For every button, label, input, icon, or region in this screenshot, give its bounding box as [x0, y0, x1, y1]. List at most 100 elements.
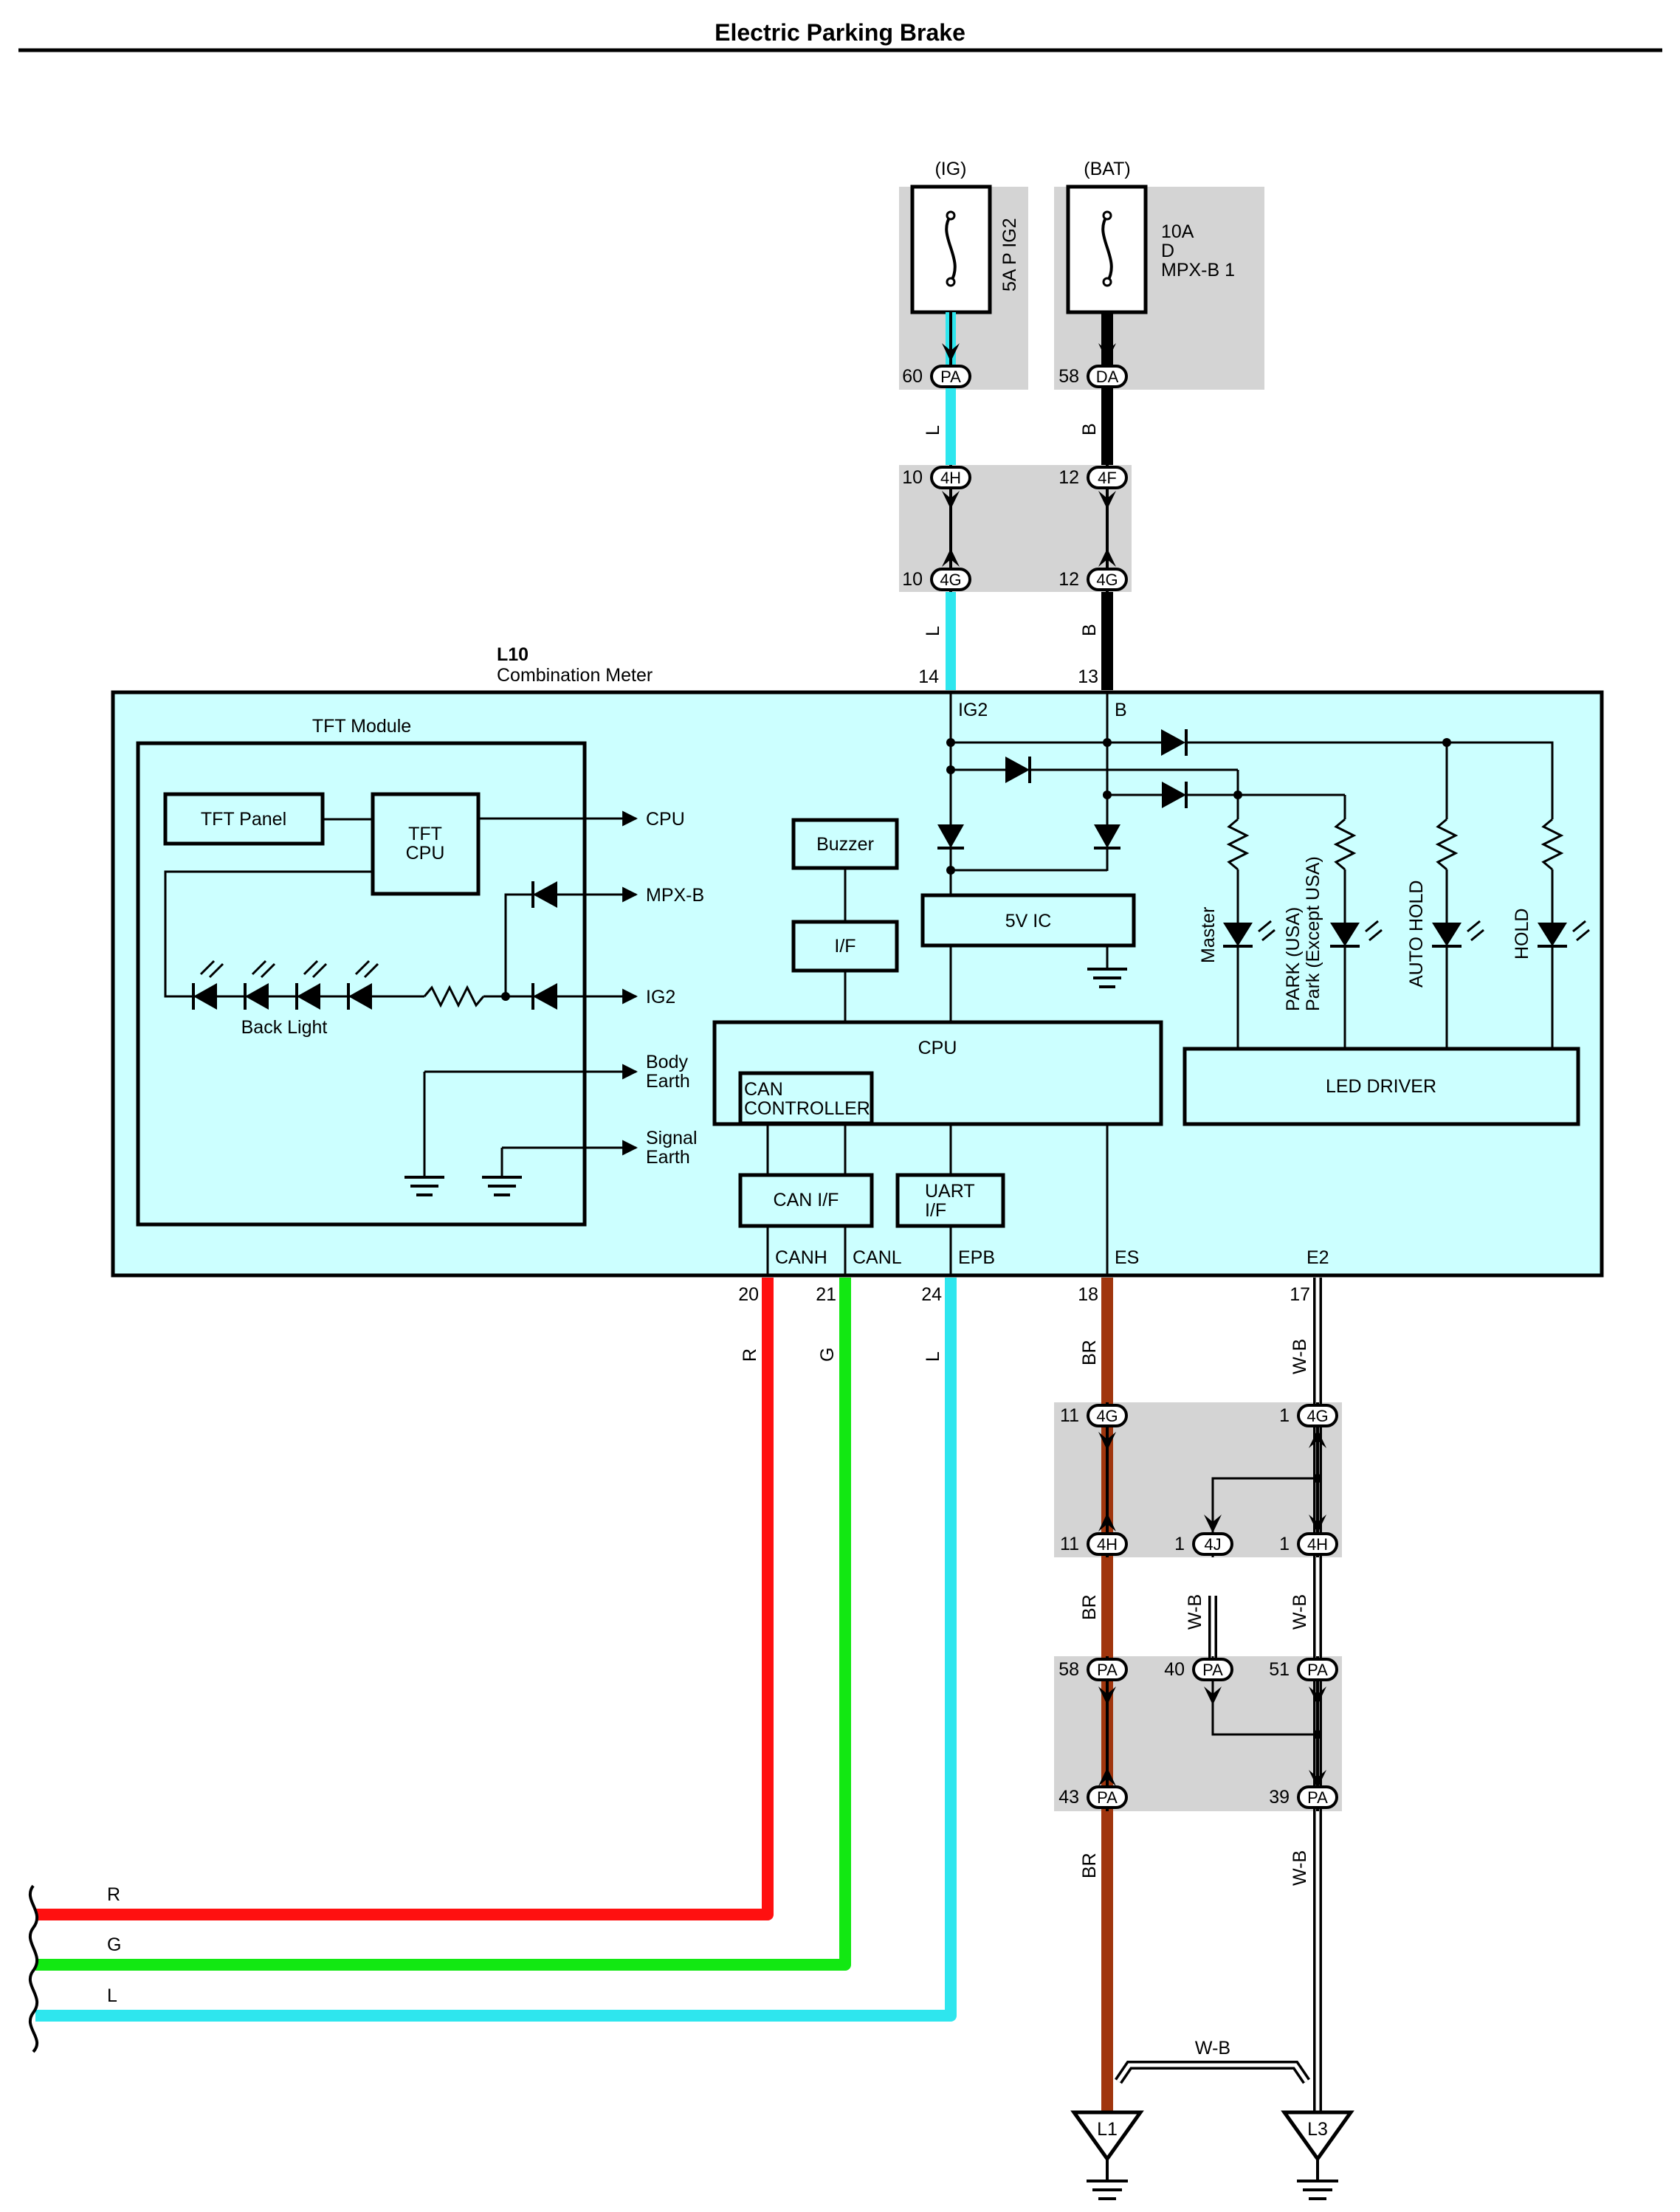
ground-l3-icon: [1281, 2110, 1354, 2200]
jt-pin-1: 10: [902, 467, 923, 488]
power-diode-network: [937, 692, 1554, 895]
tft-out-cpu: CPU: [646, 809, 685, 830]
lc-r2-pin-2: 1: [1174, 1534, 1185, 1554]
wire-label-l-2: L: [923, 626, 943, 636]
meter-pin-17: 17: [1290, 1284, 1310, 1305]
fuse-conn-code-bat: DA: [1096, 368, 1119, 386]
wire-label-br-1: BR: [1079, 1340, 1100, 1365]
lc-r1-code-1: 4G: [1096, 1407, 1118, 1425]
meter-name: Combination Meter: [497, 665, 653, 686]
tft-out-ig2: IG2: [646, 987, 675, 1007]
can-controller-box: [738, 1071, 874, 1126]
tft-panel-label: TFT Panel: [201, 809, 286, 830]
combination-meter-box: [111, 690, 1604, 1278]
meter-pin-13: 13: [1078, 666, 1098, 687]
ic5v-ground-icon: [1087, 968, 1127, 988]
lc-r1-pin-1: 11: [1060, 1405, 1079, 1426]
lc-r3-code-2: PA: [1202, 1661, 1223, 1679]
meter-label-ig2: IG2: [958, 700, 988, 720]
ground-l1-label: L1: [1097, 2119, 1118, 2140]
meter-label-canl: CANL: [853, 1247, 902, 1268]
lc-r3-pin-2: 40: [1164, 1659, 1185, 1680]
backlight-label: Back Light: [241, 1017, 328, 1038]
lc-r3-code-3: PA: [1307, 1661, 1328, 1679]
fuse-bat-circuit: MPX-B 1: [1161, 260, 1235, 280]
bus-label-r: R: [107, 1884, 120, 1905]
wire-label-g: G: [817, 1348, 838, 1362]
lc-r3-code-1: PA: [1097, 1661, 1118, 1679]
fuse-ig: [910, 185, 992, 314]
tft-out-body-2: Earth: [646, 1071, 690, 1092]
tft-out-signal-2: Earth: [646, 1147, 690, 1168]
fuse-conn-pin-bat: 58: [1058, 366, 1079, 387]
wire-label-wb-5: W-B: [1195, 2038, 1230, 2058]
meter-pin-14: 14: [918, 666, 939, 687]
signal-earth-ground-icon: [482, 1176, 522, 1196]
tft-cpu-box: [371, 792, 481, 896]
lc-r1-code-2: 4G: [1307, 1407, 1328, 1425]
lc-r2-code-1: 4H: [1097, 1535, 1118, 1554]
led-label-hold: HOLD: [1512, 909, 1532, 959]
wire-label-wb-3: W-B: [1290, 1594, 1310, 1630]
fuse-ig-name: 5A P IG2: [999, 218, 1020, 292]
can-if-label: CAN I/F: [774, 1190, 839, 1210]
can-controller-label-1: CAN: [744, 1079, 783, 1100]
tft-module-title: TFT Module: [312, 716, 411, 737]
backlight-circuit: [164, 870, 557, 1010]
jt-code-1: 4H: [940, 469, 961, 487]
jt-code-2: 4F: [1098, 469, 1117, 487]
wire-break-icon: [28, 1884, 39, 2053]
wire-canh-r: [35, 1278, 774, 1920]
wire-canl-g: [35, 1278, 851, 1971]
meter-label-e2: E2: [1307, 1247, 1329, 1268]
tft-out-signal-1: Signal: [646, 1128, 698, 1148]
lc-r4-code-1: PA: [1097, 1788, 1118, 1807]
meter-pin-18: 18: [1078, 1284, 1098, 1305]
wire-label-br-2: BR: [1079, 1594, 1100, 1620]
wire-label-l-3: L: [923, 1351, 943, 1362]
lc-r2-code-2: 4J: [1204, 1535, 1221, 1554]
fuse-bat: [1066, 185, 1148, 314]
buzzer-label: Buzzer: [816, 834, 874, 855]
fuse-conn-code-ig: PA: [940, 368, 961, 386]
tft-cpu-label-1: TFT: [408, 824, 442, 844]
wire-label-wb-2: W-B: [1185, 1594, 1205, 1630]
led-branches: [1223, 818, 1590, 1049]
jt-pin-4: 12: [1058, 569, 1079, 590]
bus-label-g: G: [107, 1934, 121, 1955]
fuse-bat-supply: (BAT): [1084, 159, 1130, 179]
jt-code-3: 4G: [940, 571, 961, 589]
wire-label-wb-4: W-B: [1290, 1850, 1310, 1886]
uart-if-label-2: I/F: [925, 1200, 946, 1221]
lc-r2-code-3: 4H: [1307, 1535, 1328, 1554]
lc-r2-pin-3: 1: [1279, 1534, 1290, 1554]
cpu-box: [712, 1020, 1163, 1126]
meter-label-epb: EPB: [958, 1247, 995, 1268]
wire-label-r: R: [740, 1348, 760, 1362]
wire-label-b-1: B: [1079, 423, 1100, 435]
can-if-box: [738, 1173, 874, 1228]
led-driver-label: LED DRIVER: [1326, 1076, 1436, 1097]
meter-pin-21: 21: [816, 1284, 836, 1305]
fuse-bat-rating: 10A: [1161, 221, 1194, 242]
wire-epb-l: [35, 1278, 957, 2022]
led-label-auto-hold: AUTO HOLD: [1406, 881, 1427, 988]
meter-label-canh: CANH: [775, 1247, 827, 1268]
ground-l1-icon: [1070, 2110, 1144, 2200]
lc-r4-pin-2: 39: [1269, 1787, 1290, 1808]
led-label-master: Master: [1198, 907, 1219, 963]
lc-r1-pin-2: 1: [1279, 1405, 1290, 1426]
fuse-ig-supply: (IG): [934, 159, 966, 179]
jt-code-4: 4G: [1096, 571, 1118, 589]
page-title: Electric Parking Brake: [715, 19, 965, 46]
ic5v-label: 5V IC: [1005, 911, 1052, 931]
cpu-label: CPU: [918, 1038, 957, 1058]
body-earth-ground-icon: [404, 1176, 444, 1196]
if-label: I/F: [834, 936, 856, 957]
uart-if-label-1: UART: [925, 1181, 975, 1202]
fuse-conn-pin-ig: 60: [902, 366, 923, 387]
wire-label-b-2: B: [1079, 624, 1100, 636]
lc-r4-code-2: PA: [1307, 1788, 1328, 1807]
wire-label-wb-1: W-B: [1290, 1339, 1310, 1374]
